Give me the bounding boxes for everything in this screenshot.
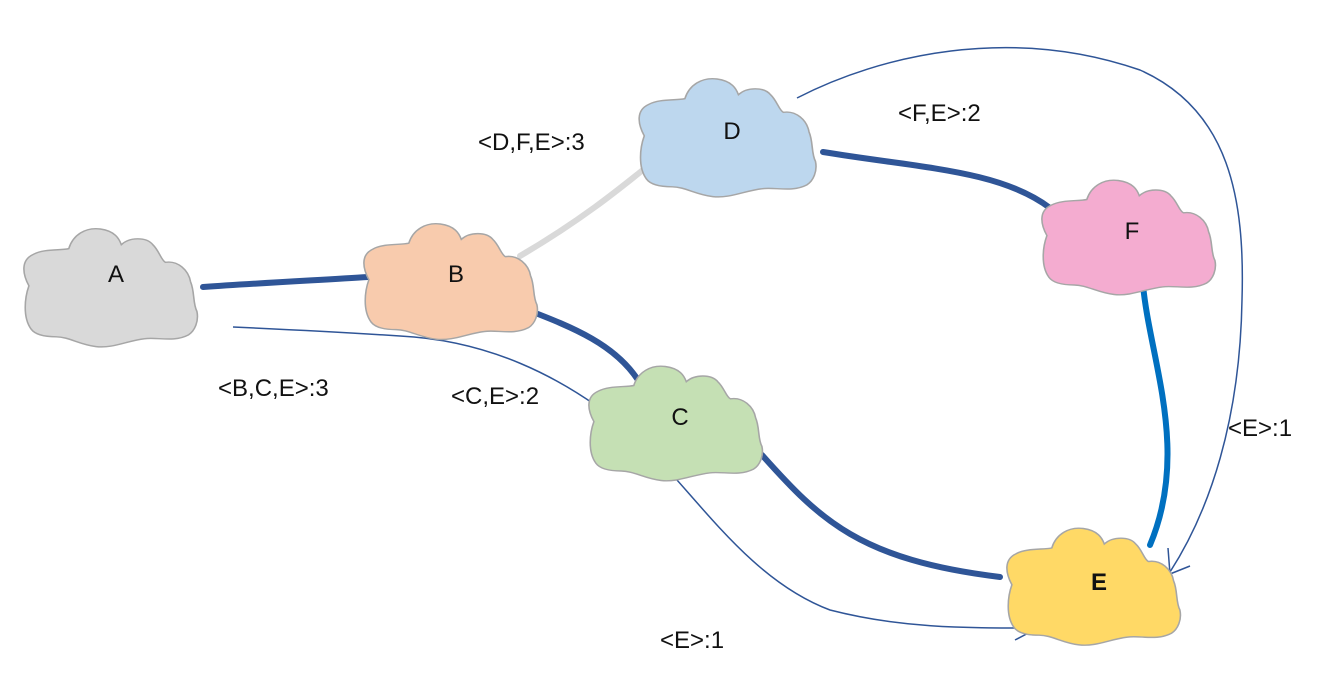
node-c-label: C <box>671 404 688 431</box>
label-dfe: <D,F,E>:3 <box>478 129 585 156</box>
label-fe: <F,E>:2 <box>898 100 981 127</box>
edge-c-e <box>759 452 1003 580</box>
arrow-d-to-e <box>796 46 1244 573</box>
node-d-label: D <box>723 118 740 145</box>
label-e-right: <E>:1 <box>1228 415 1292 442</box>
edge-d-f <box>820 149 1053 211</box>
node-b-label: B <box>448 261 464 288</box>
label-e-bottom: <E>:1 <box>660 627 724 654</box>
edge-b-c <box>522 306 641 383</box>
node-f-label: F <box>1125 218 1140 245</box>
edge-f-e <box>1140 282 1171 548</box>
edge-a-b <box>200 274 371 290</box>
node-a-label: A <box>108 261 124 288</box>
label-bce: <B,C,E>:3 <box>218 375 329 402</box>
label-ce: <C,E>:2 <box>451 383 539 410</box>
node-e-label: E <box>1091 569 1107 596</box>
